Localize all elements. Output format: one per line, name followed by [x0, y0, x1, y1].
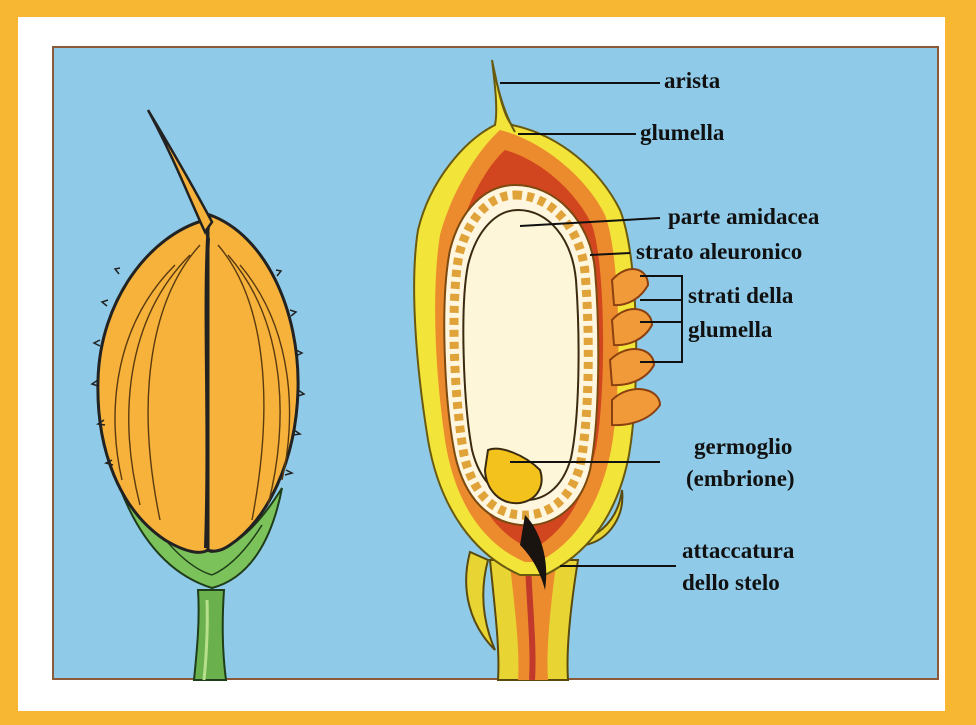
label-glumella-layers: glumella: [688, 317, 772, 343]
label-parte-amidacea: parte amidacea: [668, 204, 819, 230]
label-arista: arista: [664, 68, 720, 94]
label-strati-della: strati della: [688, 283, 793, 309]
whole-grain-drawing: [92, 110, 304, 680]
label-strato-aleuronico: strato aleuronico: [636, 239, 802, 265]
label-attaccatura: attaccatura: [682, 538, 794, 564]
label-embrione: (embrione): [686, 466, 795, 492]
label-dello-stelo: dello stelo: [682, 570, 780, 596]
label-glumella-top: glumella: [640, 120, 724, 146]
grain-cross-section: [414, 60, 660, 680]
label-germoglio: germoglio: [694, 434, 792, 460]
